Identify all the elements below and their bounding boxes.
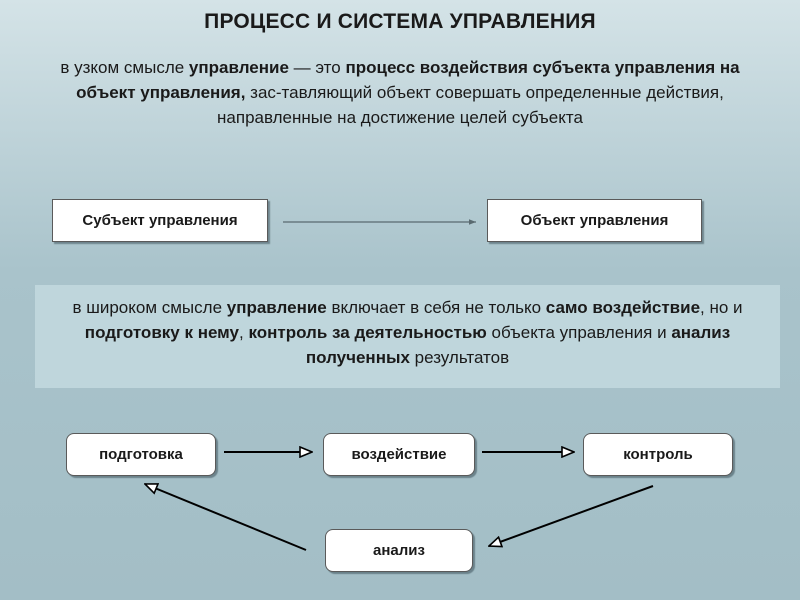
analysis-label: анализ	[373, 542, 425, 559]
broad-bold-5: анализ полученных	[305, 323, 731, 367]
object-box: Объект управления	[487, 199, 702, 242]
control-box: контроль	[583, 433, 733, 476]
broad-text-3: , но и	[700, 298, 743, 317]
narrow-bold-2: процесс воздействия субъекта управления …	[76, 58, 740, 102]
narrow-text-1: в узком смысле	[60, 58, 189, 77]
narrow-text-3: зас-тавляющий объект совершать определен…	[217, 83, 724, 127]
broad-bold-3: подготовку к нему	[84, 323, 239, 342]
broad-text-2: включает в себя не только	[326, 298, 546, 317]
impact-label: воздействие	[351, 446, 447, 463]
broad-definition: в широком смысле управление включает в с…	[35, 285, 780, 388]
preparation-label: подготовка	[99, 446, 183, 463]
broad-text-5: объекта управления и	[486, 323, 672, 342]
impact-box: воздействие	[323, 433, 475, 476]
narrow-definition: в узком смысле управление — это процесс …	[30, 55, 770, 130]
broad-bold-2: само воздействие	[545, 298, 701, 317]
subject-box: Субъект управления	[52, 199, 268, 242]
object-label: Объект управления	[520, 212, 669, 229]
analysis-box: анализ	[325, 529, 473, 572]
broad-text-6: результатов	[409, 348, 510, 367]
preparation-box: подготовка	[66, 433, 216, 476]
broad-text-1: в широком смысле	[72, 298, 227, 317]
analysis-to-prep-arrow	[145, 483, 307, 551]
narrow-bold-1: управление	[188, 58, 289, 77]
broad-bold-1: управление	[226, 298, 327, 317]
broad-bold-4: контроль за деятельностью	[248, 323, 487, 342]
control-to-analysis-arrow	[489, 485, 654, 546]
broad-text-4: ,	[239, 323, 249, 342]
subject-label: Субъект управления	[82, 212, 238, 229]
narrow-text-2: — это	[288, 58, 346, 77]
control-label: контроль	[623, 446, 693, 463]
page-title: ПРОЦЕСС И СИСТЕМА УПРАВЛЕНИЯ	[204, 10, 596, 33]
